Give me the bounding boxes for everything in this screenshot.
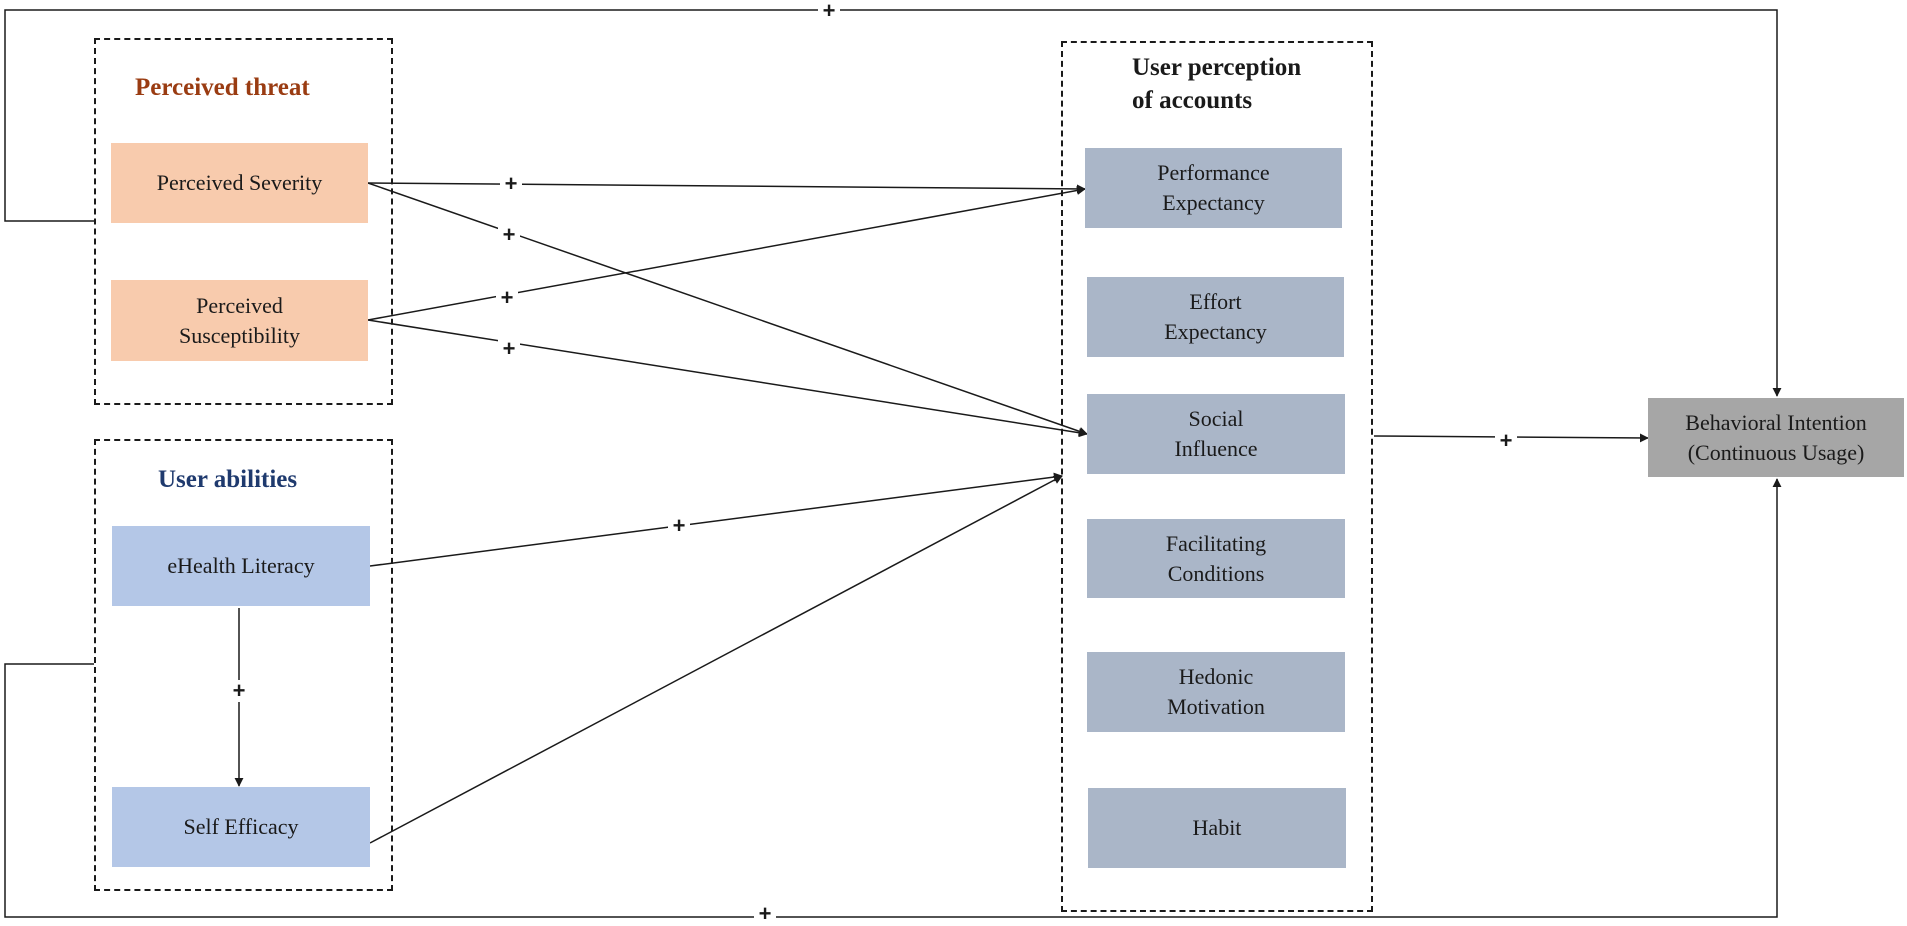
facilitating-conditions-node: Facilitating Conditions bbox=[1087, 519, 1345, 598]
edge-abilities-to-intention bbox=[4, 478, 1782, 918]
edge-threat-to-intention bbox=[4, 9, 1782, 397]
edge-label-plus: + bbox=[754, 903, 776, 925]
edge-susceptibility-to-social bbox=[367, 319, 1088, 438]
user-abilities-title: User abilities bbox=[158, 466, 298, 493]
effort-expectancy-node: Effort Expectancy bbox=[1087, 277, 1344, 357]
habit-node: Habit bbox=[1088, 788, 1346, 868]
hedonic-motivation-node: Hedonic Motivation bbox=[1087, 652, 1345, 732]
perceived-threat-title: Perceived threat bbox=[135, 74, 310, 101]
edge-severity-to-performance bbox=[367, 182, 1086, 194]
edge-selfefficacy-to-social bbox=[369, 475, 1063, 844]
edge-label-plus: + bbox=[498, 224, 520, 246]
perceived-susceptibility-node: Perceived Susceptibility bbox=[111, 280, 368, 361]
social-influence-node: Social Influence bbox=[1087, 394, 1345, 474]
performance-expectancy-node: Performance Expectancy bbox=[1085, 148, 1342, 228]
edge-label-plus: + bbox=[1495, 430, 1517, 452]
ehealth-literacy-node: eHealth Literacy bbox=[112, 526, 370, 606]
perceived-threat-group bbox=[94, 38, 393, 405]
behavioral-intention-node: Behavioral Intention (Continuous Usage) bbox=[1648, 398, 1904, 477]
edge-label-plus: + bbox=[668, 515, 690, 537]
edge-label-plus: + bbox=[496, 287, 518, 309]
perceived-severity-node: Perceived Severity bbox=[111, 143, 368, 223]
edge-ehealth-to-social bbox=[369, 472, 1063, 567]
user-perception-title: User perception of accounts bbox=[1132, 54, 1302, 114]
edge-severity-to-social bbox=[367, 182, 1088, 436]
edge-label-plus: + bbox=[500, 173, 522, 195]
self-efficacy-node: Self Efficacy bbox=[112, 787, 370, 867]
edge-label-plus: + bbox=[228, 680, 250, 702]
user-perception-group bbox=[1061, 41, 1373, 912]
edge-label-plus: + bbox=[818, 0, 840, 22]
edge-susceptibility-to-performance bbox=[367, 186, 1086, 321]
user-abilities-group bbox=[94, 439, 393, 891]
edge-label-plus: + bbox=[498, 338, 520, 360]
